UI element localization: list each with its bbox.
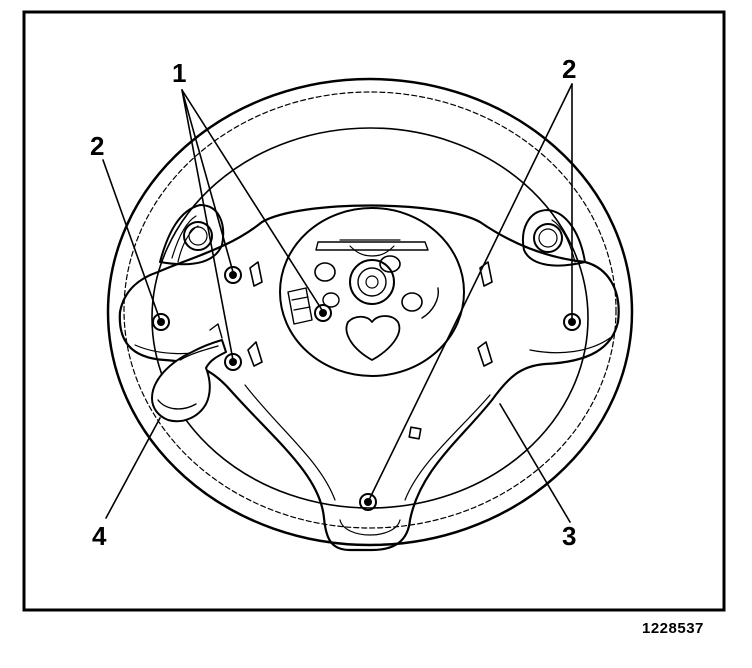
figure-border xyxy=(22,10,726,612)
bolt-lower-left xyxy=(224,353,242,371)
callout-2-right: 2 xyxy=(562,54,576,84)
callout-1: 1 xyxy=(172,58,186,88)
bolt-bottom-spoke xyxy=(359,493,377,511)
removal-tool xyxy=(151,339,227,423)
bolt-center xyxy=(314,304,332,322)
callout-2-left: 2 xyxy=(90,131,104,161)
figure-number: 1228537 xyxy=(642,620,704,637)
center-hub xyxy=(279,207,465,377)
bolt-left-spoke xyxy=(152,313,170,331)
bolt-upper-left xyxy=(224,266,242,284)
wheel-rim xyxy=(106,77,634,547)
leader-lines xyxy=(102,83,573,523)
callout-3: 3 xyxy=(562,521,576,551)
left-switch-pod xyxy=(159,204,225,266)
spoke-clips xyxy=(209,261,493,440)
callout-4: 4 xyxy=(92,521,107,551)
